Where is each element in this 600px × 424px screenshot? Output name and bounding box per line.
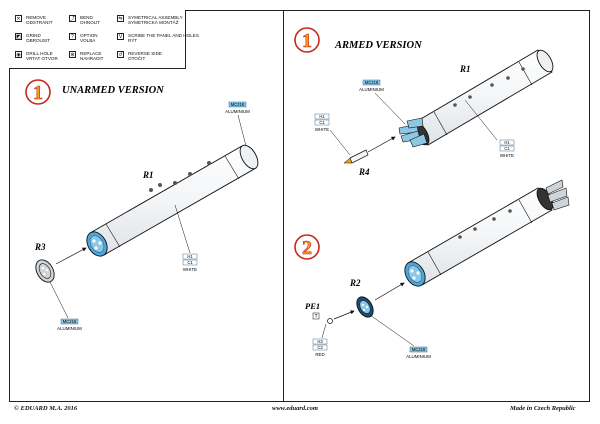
part-r3: R3 [34, 242, 46, 252]
svg-text:ALUMINIUM: ALUMINIUM [359, 87, 384, 92]
footer-copyright: © EDUARD M.A. 2016 [14, 405, 78, 412]
rocket-fins-armed [398, 117, 428, 148]
drill-hole-icon: ◉ [15, 51, 22, 58]
svg-text:MC218: MC218 [63, 319, 77, 324]
paint-tag-mc218-top-left: MC218 ALUMINIUM [225, 101, 250, 114]
svg-text:MC218: MC218 [231, 102, 245, 107]
svg-text:WHITE: WHITE [315, 127, 329, 132]
paint-tag-mc218-fins: MC218 ALUMINIUM [359, 79, 384, 92]
option-icon: ? [69, 33, 76, 40]
part-r3-endcap [35, 259, 55, 283]
svg-text:MC218: MC218 [365, 80, 379, 85]
step-1-unarmed-badge: 1 [25, 79, 51, 105]
svg-text:1: 1 [33, 82, 43, 104]
reverse-side-icon: ↺ [117, 51, 124, 58]
svg-text:ALUMINIUM: ALUMINIUM [406, 354, 431, 359]
paint-tag-h1-c1-armed-body: H1 C1 WHITE [499, 139, 515, 158]
svg-text:RED: RED [315, 352, 324, 357]
svg-text:C1: C1 [187, 260, 193, 265]
svg-text:WHITE: WHITE [500, 153, 514, 158]
svg-text:C1: C1 [504, 146, 510, 151]
paint-tag-mc218-r2: MC218 ALUMINIUM [406, 346, 431, 359]
part-r1-left: R1 [142, 170, 154, 180]
part-r2: R2 [349, 278, 361, 288]
svg-text:H1: H1 [187, 254, 193, 259]
part-r4: R4 [358, 167, 370, 177]
scribe-icon: V [117, 33, 124, 40]
footer-website: www.eduard.com [272, 405, 318, 412]
step-1-armed-badge: 1 [294, 27, 320, 53]
part-r1-armed: R1 [459, 64, 471, 74]
step-2-badge: 2 [294, 234, 320, 260]
svg-text:MC218: MC218 [412, 347, 426, 352]
rocket-pod-unarmed [86, 144, 259, 257]
remove-icon: ✕ [15, 15, 22, 22]
rocket-pod-step2 [404, 179, 570, 287]
grind-icon: ◩ [15, 33, 22, 40]
svg-text:H1: H1 [504, 140, 510, 145]
part-pe1 [327, 318, 333, 324]
svg-text:2: 2 [302, 237, 312, 259]
part-r2-endcap [356, 296, 374, 318]
svg-text:C1: C1 [319, 120, 325, 125]
paint-tag-h1-c1-left: H1 C1 WHITE [182, 253, 198, 272]
svg-text:ALUMINIUM: ALUMINIUM [57, 326, 82, 331]
part-r4-rocket [343, 149, 369, 164]
svg-text:1: 1 [302, 30, 312, 52]
unarmed-title: UNARMED VERSION [62, 85, 164, 96]
svg-text:WHITE: WHITE [183, 267, 197, 272]
paint-tag-h1-c1-r4: H1 C1 WHITE [314, 113, 330, 132]
option-icon-pe1 [312, 312, 320, 320]
svg-text:H1: H1 [319, 114, 325, 119]
pe1-option-mark: ? [315, 314, 318, 320]
part-pe1-label: PE1 [305, 301, 320, 311]
paint-tag-h3-c3-pe1: H3 C3 RED [312, 338, 328, 357]
rocket-pod-armed [412, 49, 554, 146]
bend-icon: ⤴ [69, 15, 76, 22]
footer-made-in: Made in Czech Republic [510, 405, 576, 412]
paint-tag-mc218-r3: MC218 ALUMINIUM [57, 318, 82, 331]
svg-text:C3: C3 [317, 345, 323, 350]
svg-text:ALUMINIUM: ALUMINIUM [225, 109, 250, 114]
armed-title: ARMED VERSION [334, 40, 422, 51]
svg-text:H3: H3 [317, 339, 323, 344]
symmetrical-assembly-icon: ⇋ [117, 15, 124, 22]
replace-icon: ⊗ [69, 51, 76, 58]
sheet-frame [9, 10, 590, 402]
panel-divider [283, 10, 284, 402]
